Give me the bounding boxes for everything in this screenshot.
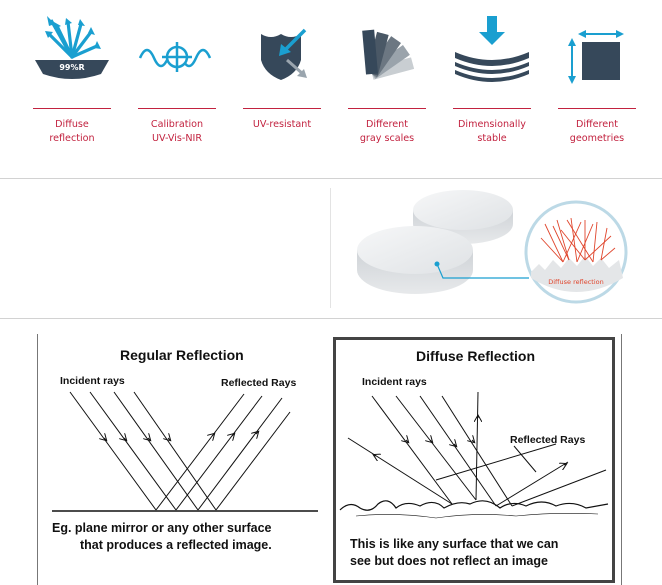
regular-caption-line2: that produces a reflected image. [80,538,272,552]
feature-rule [453,108,531,109]
geometries-icon [568,30,624,84]
ray-arrow [454,444,456,446]
reflected-ray [475,391,479,501]
incident-ray [89,391,177,511]
ray-arrow [256,432,258,434]
feature-label: Different geometries [569,119,625,144]
reflected-ray [495,461,569,507]
feature-label: Dimensionally stable [458,119,526,144]
panel-separator [330,188,331,308]
label-pointer [513,445,537,473]
section-divider [0,318,662,319]
magnifier-callout: Diffuse reflection [524,200,628,304]
diffuse-reflection-diagram [339,391,609,519]
diffuse-reflected-label: Reflected Rays [510,434,586,446]
feature-label: Calibration UV-Vis-NIR [150,119,204,144]
reflected-ray [155,393,245,511]
diffuse-caption-line1: This is like any surface that we can [350,537,559,551]
ray-arrow [168,438,170,440]
regular-reflected-label: Reflected Rays [221,377,297,389]
percent-badge-text: 99%R [59,63,84,72]
diffuse-reflection-panel: Diffuse Reflection Incident rays Reflect… [333,337,615,583]
feature-rule [138,108,216,109]
rough-surface [339,500,609,511]
reflection-diagrams: Regular Reflection Incident rays Reflect… [0,322,662,585]
feature-uv-resistant: UV-resistant [243,12,321,162]
feature-row: 99%R Diffuse reflection Calibration UV-V… [0,0,662,175]
reflected-ray [435,443,557,481]
diffuse-title: Diffuse Reflection [416,348,536,364]
feature-label: UV-resistant [252,119,312,130]
ray-arrow [374,455,376,456]
regular-caption-line1: Eg. plane mirror or any other surface [52,521,272,535]
reflected-ray [511,469,607,507]
reflected-ray [197,397,283,511]
incident-ray [133,391,217,511]
regular-incident-label: Incident rays [60,375,125,387]
reflected-ray [215,411,291,511]
incident-ray [371,395,453,505]
feature-rule [243,108,321,109]
reflectance-standard-photo: Diffuse reflection [357,190,628,304]
feature-diffuse-reflection: 99%R Diffuse reflection [33,12,111,162]
shield-icon [261,28,307,80]
calibration-crosshair-icon [138,42,212,72]
feature-label: Different gray scales [359,119,415,144]
ray-arrow [124,438,126,440]
regular-reflection-diagram [52,391,318,512]
incident-ray [69,391,157,511]
feature-rule [558,108,636,109]
ray-arrow [148,438,150,440]
callout-line [436,263,529,279]
section-divider [0,178,662,179]
diffuse-reflection-icon [35,16,109,79]
incident-ray [395,395,477,501]
compression-icon [455,16,529,82]
frame-line [37,334,38,585]
ray-arrow [232,434,234,436]
feature-calibration: Calibration UV-Vis-NIR [138,12,216,162]
incident-ray [113,391,199,511]
percent-badge: 99%R [59,63,84,72]
feature-label: Diffuse reflection [49,119,95,144]
ray-arrow [564,464,566,465]
gray-scales-icon [362,29,415,80]
ray-arrow [472,440,474,442]
diffuse-caption-line2: see but does not reflect an image [350,554,548,568]
reflected-rays-icon [540,217,616,263]
regular-title: Regular Reflection [120,347,244,363]
ray-arrow [430,440,432,442]
front-disc [357,226,473,294]
diffuse-incident-label: Incident rays [362,376,427,388]
ray-arrow [104,438,106,440]
ray-arrow [406,440,408,442]
frame-line [621,334,622,585]
feature-rule [33,108,111,109]
feature-gray-scales: Different gray scales [348,12,426,162]
feature-geometries: Different geometries [558,12,636,162]
ray-arrow [212,434,214,436]
feature-rule [348,108,426,109]
reflected-ray [175,395,263,511]
incident-ray [419,395,497,507]
feature-dimensionally-stable: Dimensionally stable [453,12,531,162]
reflected-ray [347,437,453,505]
rough-surface-texture [355,513,599,519]
callout-label: Diffuse reflection [548,278,604,286]
